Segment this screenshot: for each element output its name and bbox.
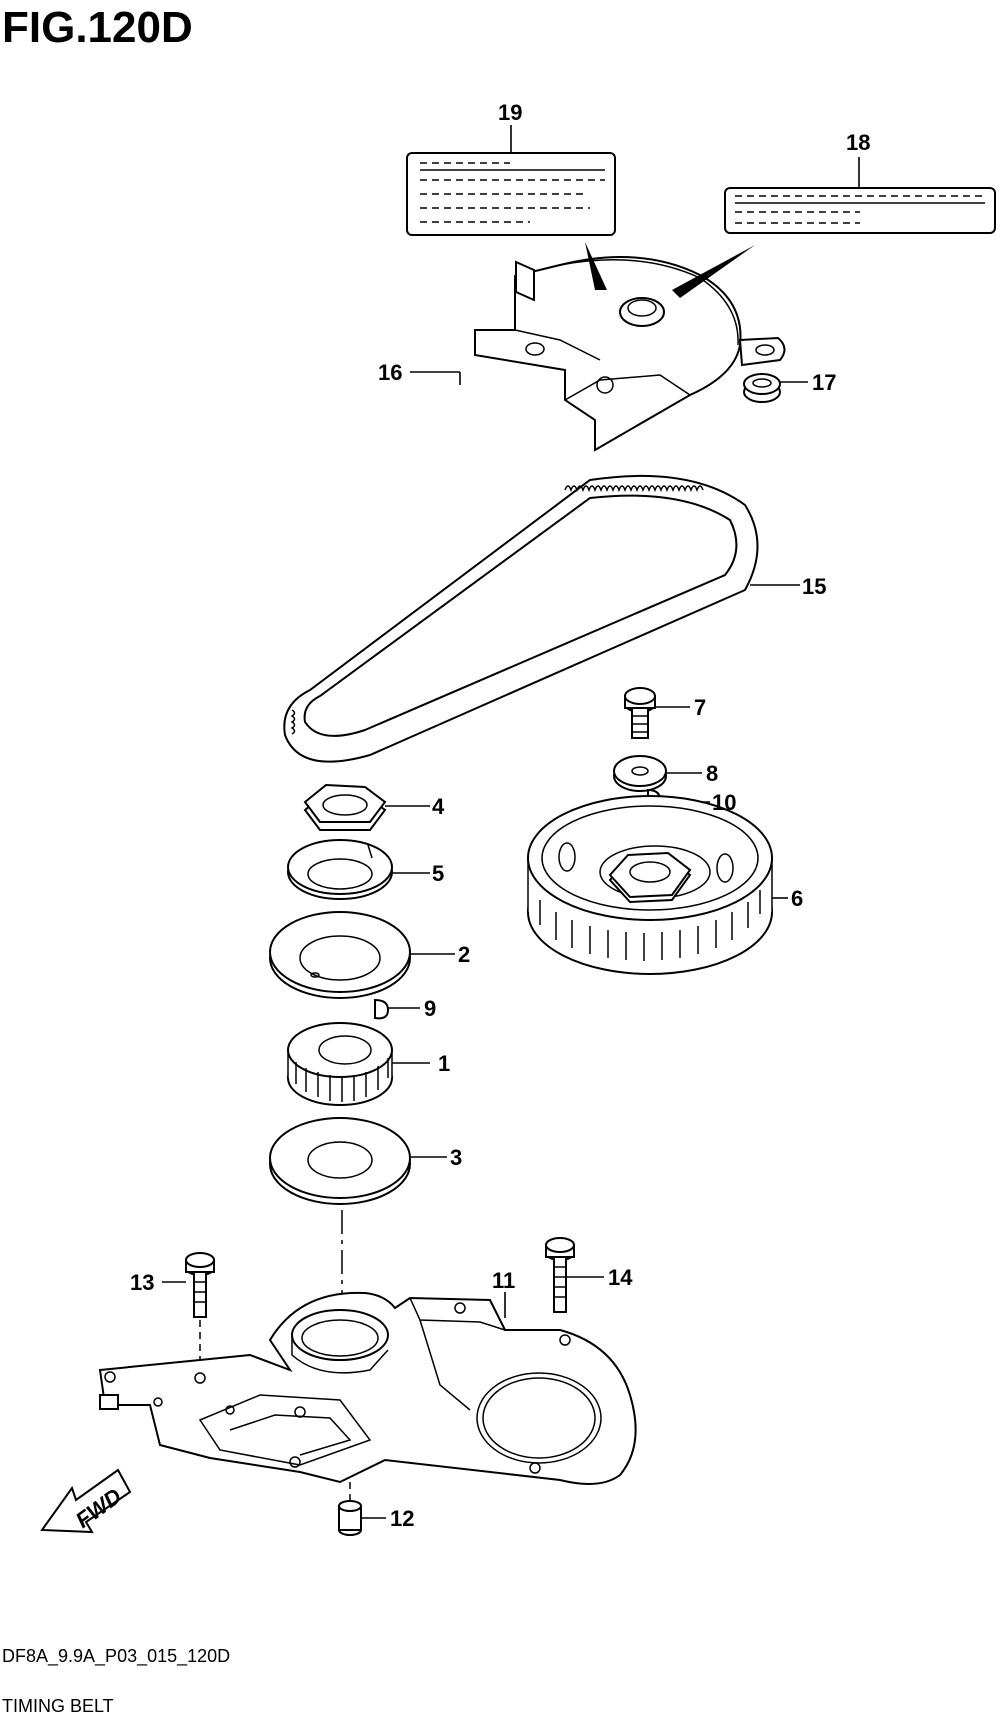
part-number-2: 2 — [458, 942, 470, 967]
part-14-bolt[interactable] — [545, 1237, 575, 1313]
part-5-lock-washer[interactable] — [287, 839, 393, 900]
part-number-5: 5 — [432, 861, 444, 886]
figure-name: TIMING BELT — [2, 1696, 114, 1716]
part-7-bolt[interactable] — [624, 687, 656, 739]
part-16-timing-belt-cover[interactable] — [474, 256, 786, 452]
part-3-pulley-guide[interactable] — [269, 1117, 411, 1205]
part-number-12: 12 — [390, 1506, 414, 1531]
part-8-washer[interactable] — [613, 755, 667, 792]
decal-18-pointer — [672, 245, 755, 298]
part-number-19: 19 — [498, 100, 522, 125]
part-number-3: 3 — [450, 1145, 462, 1170]
part-number-18: 18 — [846, 130, 870, 155]
part-9-key[interactable] — [374, 998, 390, 1020]
part-number-6: 6 — [791, 886, 803, 911]
arrow-down-left-icon — [40, 1468, 132, 1534]
part-2-pulley-guide[interactable] — [269, 911, 411, 999]
figure-title: FIG.120D — [2, 3, 193, 52]
part-number-8: 8 — [706, 761, 718, 786]
part-number-14: 14 — [608, 1265, 633, 1290]
part-number-11: 11 — [492, 1268, 515, 1293]
part-number-16: 16 — [378, 360, 402, 385]
part-number-17: 17 — [812, 370, 836, 395]
part-11-timing-belt-housing[interactable] — [98, 1291, 637, 1485]
part-17-grommet[interactable] — [743, 373, 781, 403]
part-number-7: 7 — [694, 695, 706, 720]
part-number-13: 13 — [130, 1270, 154, 1295]
part-1-drive-pulley[interactable] — [287, 1022, 393, 1106]
fwd-direction-indicator: FWD — [40, 1468, 132, 1534]
part-number-10: 10 — [712, 790, 736, 815]
part-6-driven-pulley[interactable] — [527, 795, 773, 975]
figure-code: DF8A_9.9A_P03_015_120D — [2, 1646, 230, 1667]
part-number-15: 15 — [802, 574, 826, 599]
part-4-nut[interactable] — [303, 783, 387, 831]
decal-19-pointer — [585, 242, 607, 290]
part-number-1: 1 — [438, 1051, 450, 1076]
part-13-bolt[interactable] — [185, 1252, 215, 1318]
part-number-4: 4 — [432, 794, 445, 819]
part-15-timing-belt[interactable] — [283, 474, 759, 763]
part-12-dowel-pin[interactable] — [338, 1500, 362, 1536]
part-18-label-decal[interactable] — [724, 187, 996, 234]
part-number-9: 9 — [424, 996, 436, 1021]
part-19-label-decal[interactable] — [406, 152, 616, 236]
